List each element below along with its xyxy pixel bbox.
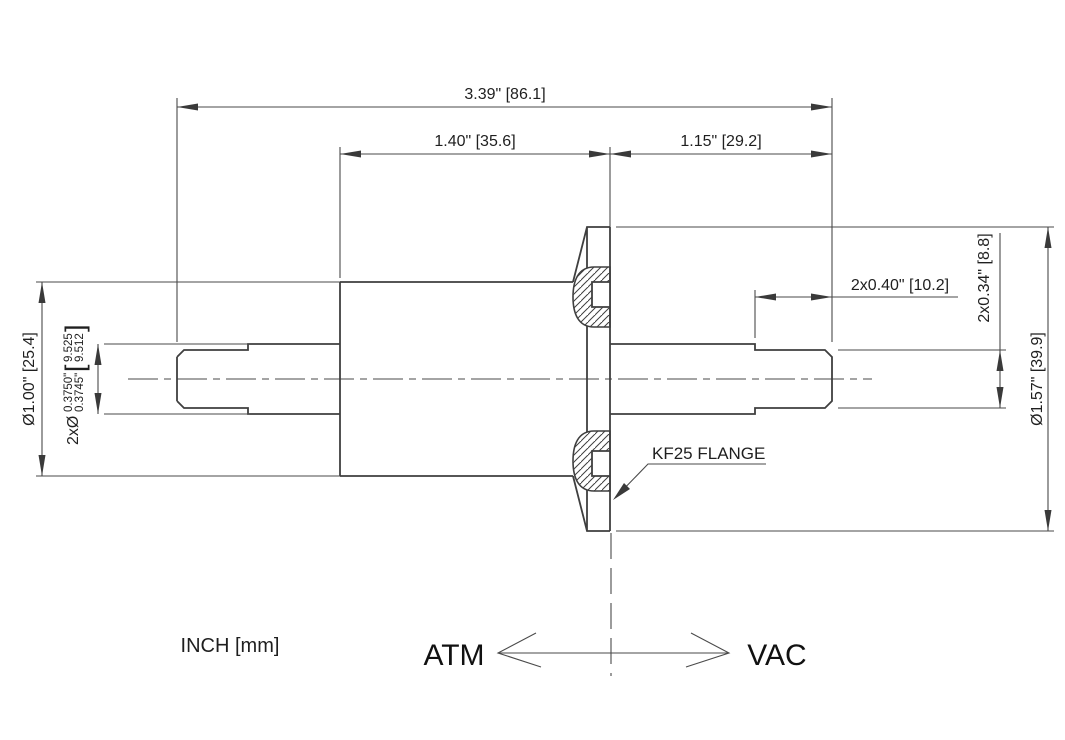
vac-arrowhead	[685, 632, 731, 668]
dim-body-diameter-text: Ø1.00" [25.4]	[21, 332, 38, 426]
atm-label: ATM	[423, 639, 484, 672]
shaft-dia-bracket-close: ]	[60, 324, 90, 332]
left-shaft-outline	[176, 343, 340, 415]
units-note-text: INCH [mm]	[181, 635, 280, 657]
flange-callout-text: KF25 FLANGE	[652, 444, 765, 463]
dim-flat-length: 2x0.40" [10.2]	[755, 277, 958, 301]
dim-flat-width: 2x0.34" [8.8]	[976, 233, 1004, 408]
shaft-dia-prefix: 2xØ	[65, 416, 82, 445]
right-shaft-outline	[610, 343, 833, 415]
dim-shaft-diameter-text: 2xØ 0.3750" 0.3745" [ 9.525 9.512 ]	[60, 324, 90, 445]
shaft-dia-inch-upper: 0.3750"	[63, 373, 75, 412]
atm-arrowhead	[496, 632, 542, 668]
body-cylinder-outline	[339, 281, 573, 477]
vac-label: VAC	[747, 639, 806, 672]
dim-body-length-text: 1.40" [35.6]	[434, 133, 515, 150]
dim-flat-width-text: 2x0.34" [8.8]	[976, 233, 993, 322]
groove-notch-bottom	[592, 451, 610, 476]
shaft-dia-bracket-open: [	[60, 364, 90, 372]
dim-flange-diameter: Ø1.57" [39.9]	[1029, 227, 1052, 531]
dim-body-length: 1.40" [35.6] 1.15" [29.2]	[340, 133, 832, 158]
dim-overall-length-text: 3.39" [86.1]	[464, 86, 545, 103]
dim-body-diameter: Ø1.00" [25.4]	[21, 282, 46, 476]
oring-groove-section-bottom	[572, 430, 611, 492]
extension-lines	[36, 98, 1054, 532]
groove-notch-top	[592, 282, 610, 307]
shaft-dia-mm-lower: 9.512	[74, 333, 86, 362]
dim-vac-length-text: 1.15" [29.2]	[680, 133, 761, 150]
oring-groove-section-top	[572, 266, 611, 328]
shaft-dia-mm-upper: 9.525	[63, 333, 75, 362]
dim-flat-length-text: 2x0.40" [10.2]	[851, 277, 949, 294]
dim-overall-length: 3.39" [86.1]	[177, 86, 832, 111]
flow-indicator: ATM VAC	[423, 632, 807, 672]
shaft-dia-inch-lower: 0.3745"	[74, 373, 86, 412]
dim-flange-diameter-text: Ø1.57" [39.9]	[1029, 332, 1046, 426]
flange-callout: KF25 FLANGE	[613, 444, 766, 500]
dim-shaft-diameter: 2xØ 0.3750" 0.3745" [ 9.525 9.512 ]	[60, 324, 102, 445]
